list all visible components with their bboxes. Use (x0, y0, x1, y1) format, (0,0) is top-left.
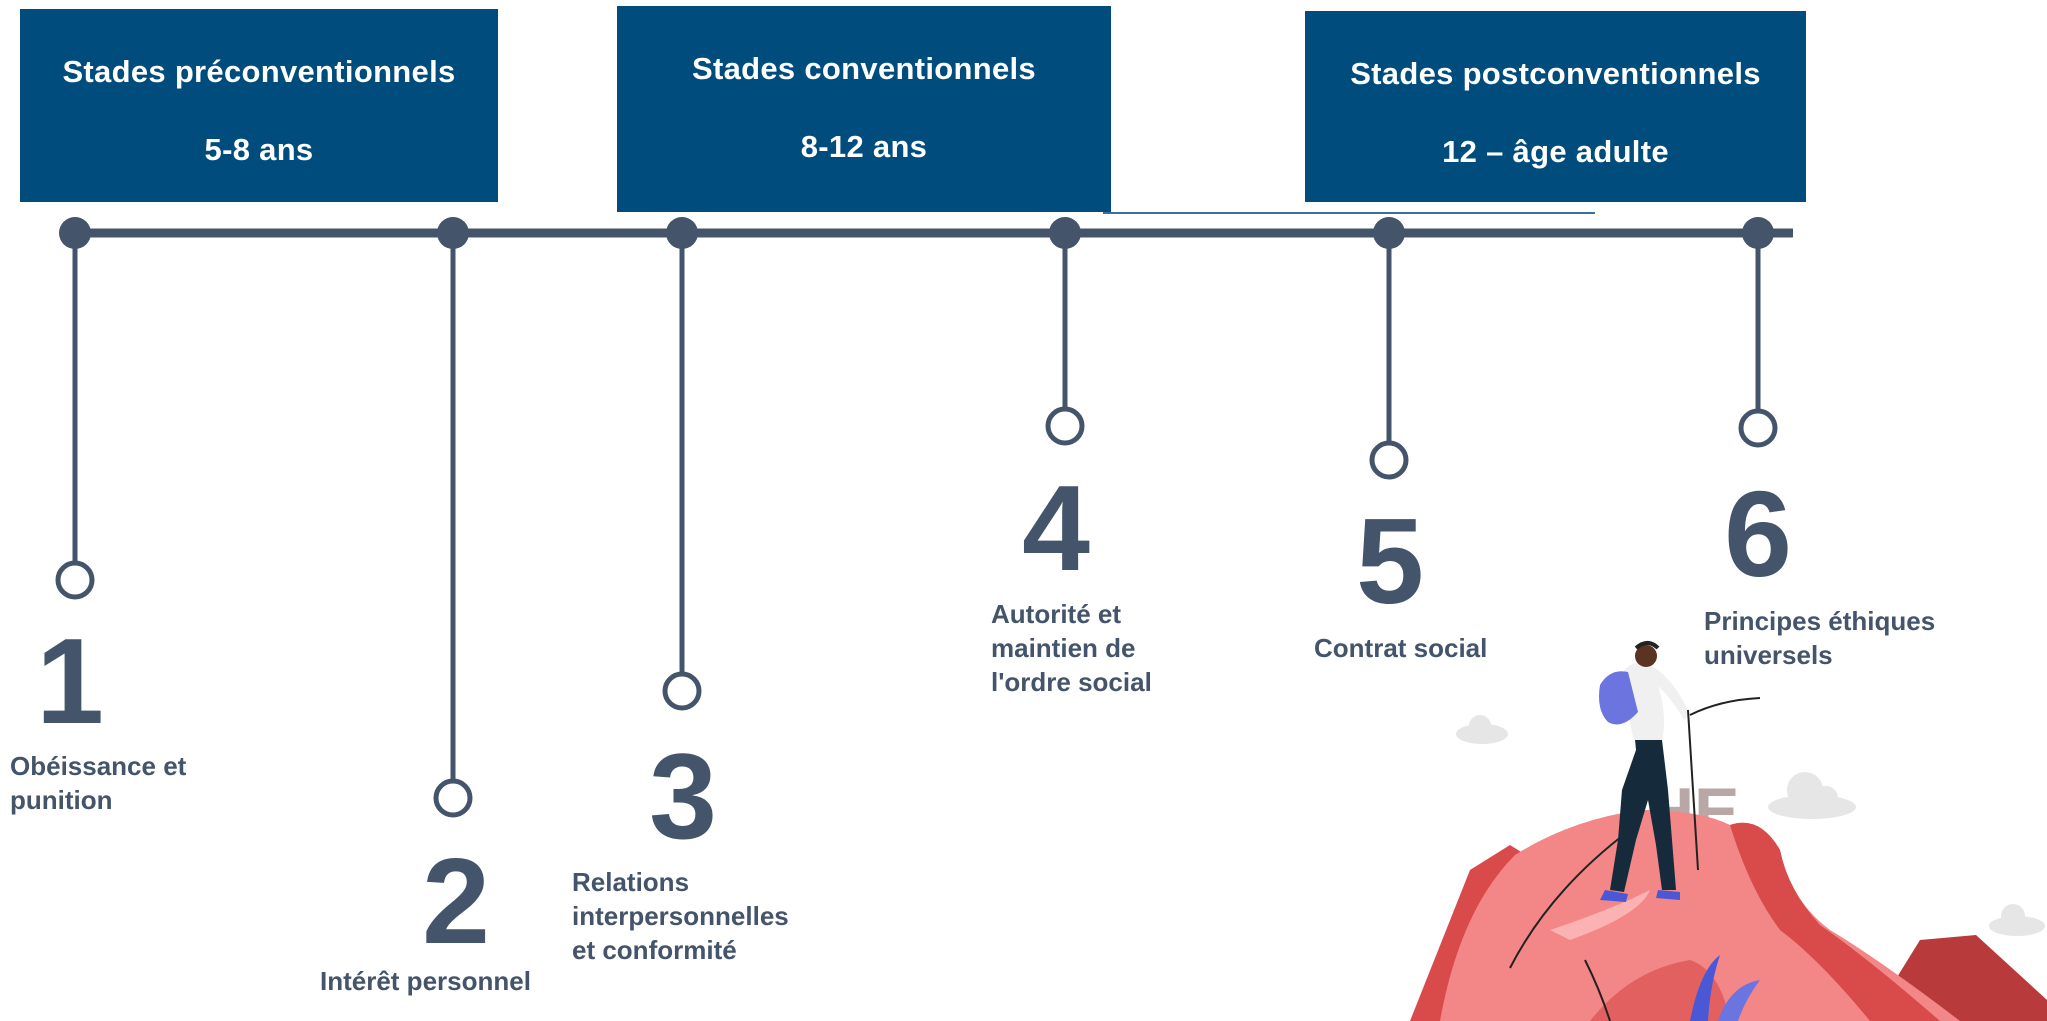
stage-connector-4 (1045, 217, 1085, 446)
stage-connector-5 (1369, 217, 1409, 480)
stage-number-6: 6 (1724, 466, 1792, 602)
stage-marker-circle (433, 778, 473, 818)
stage-number-1: 1 (36, 613, 104, 749)
stage-connector-6 (1738, 217, 1778, 448)
timeline-node (666, 217, 698, 249)
timeline-node (1049, 217, 1081, 249)
hiker-mountain-illustration: HE (1410, 641, 2047, 1021)
group-age-range: 12 – âge adulte (1442, 134, 1669, 169)
stage-label-5: Contrat social (1314, 631, 1487, 665)
stage-label-2: Intérêt personnel (320, 964, 531, 998)
timeline-node (437, 217, 469, 249)
stage-marker-circle (1369, 440, 1409, 480)
label-line: Obéissance et (10, 751, 187, 781)
cloud-icon (1456, 715, 2045, 936)
stage-connector-1 (55, 217, 95, 600)
label-line: maintien de (991, 633, 1136, 663)
group-title: Stades conventionnels (692, 51, 1036, 86)
stage-label-3: Relations interpersonnelles et conformit… (572, 865, 789, 967)
group-header-postconventional: Stades postconventionnels 12 – âge adult… (1305, 11, 1806, 202)
stage-marker-circle (1045, 406, 1085, 446)
group-header-preconventional: Stades préconventionnels 5-8 ans (20, 9, 498, 202)
label-line: Intérêt personnel (320, 966, 531, 996)
group-title: Stades postconventionnels (1350, 56, 1761, 91)
timeline-node (1373, 217, 1405, 249)
label-line: Relations (572, 867, 690, 897)
group-title: Stades préconventionnels (62, 54, 456, 89)
grass-icon (1509, 829, 1760, 1021)
label-line: Autorité et (991, 599, 1121, 629)
stage-label-1: Obéissance et punition (10, 749, 186, 817)
stage-connector-3 (662, 217, 702, 711)
label-line: et conformité (572, 935, 737, 965)
timeline-node (1742, 217, 1774, 249)
stage-number-2: 2 (422, 833, 490, 969)
label-line: Contrat social (1314, 633, 1488, 663)
stage-label-4: Autorité et maintien de l'ordre social (991, 597, 1152, 699)
hiker-icon (1599, 641, 1761, 902)
stage-connector-2 (433, 217, 473, 818)
stage-marker-circle (55, 560, 95, 600)
group-age-range: 8-12 ans (800, 129, 928, 164)
group-header-conventional: Stades conventionnels 8-12 ans (617, 6, 1111, 212)
label-line: Principes éthiques (1704, 606, 1936, 636)
label-line: universels (1704, 640, 1833, 670)
timeline-node (59, 217, 91, 249)
stage-marker-circle (1738, 408, 1778, 448)
group-age-range: 5-8 ans (204, 132, 314, 167)
label-line: punition (10, 785, 113, 815)
label-line: interpersonnelles (572, 901, 789, 931)
stage-number-5: 5 (1356, 493, 1424, 629)
stage-number-3: 3 (649, 728, 717, 864)
stage-label-6: Principes éthiques universels (1704, 604, 1935, 672)
stage-number-4: 4 (1022, 460, 1090, 596)
mountain-icon (1410, 810, 2047, 1021)
stage-marker-circle (662, 671, 702, 711)
label-line: l'ordre social (991, 667, 1152, 697)
